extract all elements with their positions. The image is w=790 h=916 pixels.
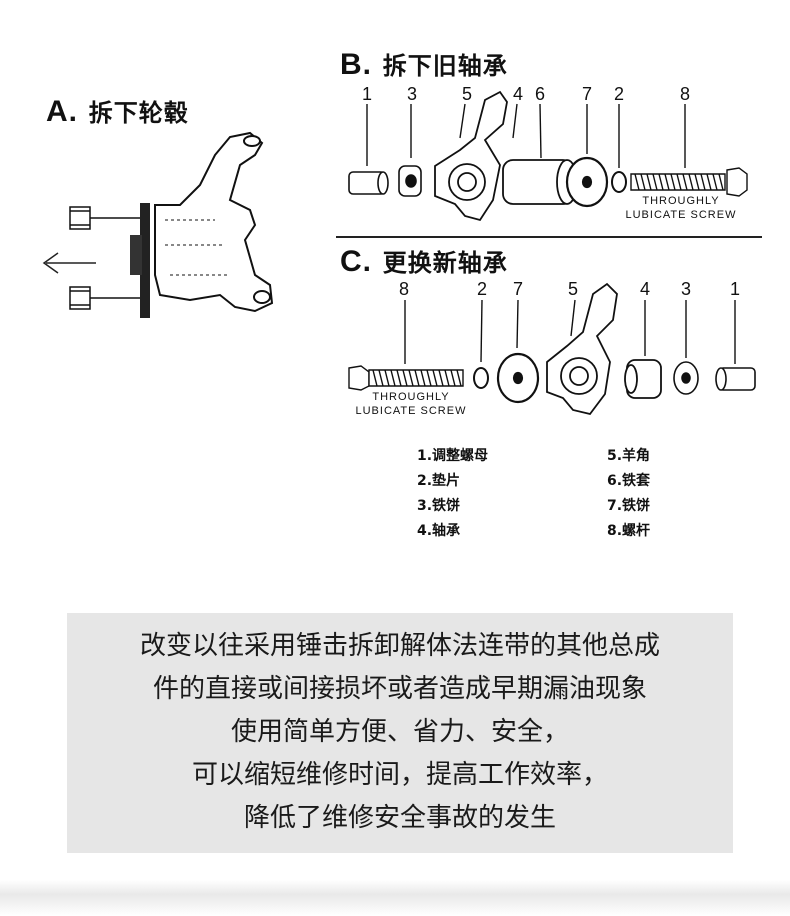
part-screw: [348, 365, 464, 391]
section-b-title: B. 拆下旧轴承: [340, 46, 508, 82]
section-a-title: A. 拆下轮毂: [46, 93, 189, 129]
legend-item-1: 1.调整螺母: [417, 448, 489, 464]
legend-item-4: 4.轴承: [417, 523, 461, 539]
legend-item-6: 6.铁套: [607, 473, 651, 489]
section-a-text: 拆下轮毂: [88, 99, 189, 127]
info-box: 改变以往采用锤击拆卸解体法连带的其他总成 件的直接或间接损坏或者造成早期漏油现象…: [67, 613, 733, 853]
part-washer: [473, 367, 489, 389]
callout-b-6: 6: [535, 84, 546, 104]
info-line-2: 件的直接或间接损坏或者造成早期漏油现象: [152, 674, 647, 704]
part-adjusting-nut: [715, 367, 756, 391]
section-b-text: 拆下旧轴承: [382, 52, 508, 80]
legend-item-8: 8.螺杆: [607, 523, 651, 539]
part-iron-disc-large: [496, 352, 540, 404]
legend-item-3: 3.铁饼: [417, 498, 461, 514]
part-bearing: [624, 359, 662, 399]
leader-lines-b: [366, 103, 686, 168]
callout-c-5: 5: [568, 279, 579, 299]
puller-bolts: [69, 206, 150, 310]
section-divider: [336, 236, 762, 238]
info-line-4: 可以缩短维修时间，提高工作效率，: [191, 760, 608, 790]
callout-c-3: 3: [681, 279, 692, 299]
legend-item-2: 2.垫片: [417, 473, 461, 489]
leader-lines-c: [404, 299, 736, 364]
callout-c-2: 2: [477, 279, 488, 299]
screw-label-b: THROUGHLY LUBICATE SCREW: [616, 194, 746, 222]
info-line-1: 改变以往采用锤击拆卸解体法连带的其他总成: [139, 631, 660, 661]
section-c-title: C. 更换新轴承: [340, 243, 508, 279]
part-iron-disc-large: [565, 156, 609, 208]
callout-c-8: 8: [399, 279, 410, 299]
pull-direction-arrow: [42, 252, 96, 274]
info-line-5: 降低了维修安全事故的发生: [243, 803, 556, 833]
part-iron-disc-small: [673, 361, 699, 395]
bearing-removal-illustration: [348, 90, 748, 222]
section-c-text: 更换新轴承: [382, 249, 508, 277]
knuckle-removal-illustration: [42, 131, 274, 318]
callout-c-4: 4: [640, 279, 651, 299]
screw-label-c-line2: LUBICATE SCREW: [355, 405, 467, 417]
callout-b-8: 8: [680, 84, 691, 104]
screw-label-c-line1: THROUGHLY: [372, 391, 450, 403]
callout-b-7: 7: [582, 84, 593, 104]
part-knuckle: [434, 90, 508, 222]
part-adjusting-nut: [348, 171, 389, 195]
callout-b-1: 1: [362, 84, 373, 104]
callout-b-4: 4: [513, 84, 524, 104]
part-iron-disc-small: [398, 165, 422, 197]
puller-plate: [140, 203, 150, 318]
screw-label-b-line1: THROUGHLY: [642, 195, 720, 207]
section-c-letter: C.: [340, 245, 372, 278]
legend-item-7: 7.铁饼: [607, 498, 651, 514]
legend-item-5: 5.羊角: [607, 448, 651, 464]
part-knuckle: [546, 282, 618, 416]
part-washer: [611, 171, 627, 193]
section-a-letter: A.: [46, 95, 78, 128]
section-b-letter: B.: [340, 48, 372, 81]
bearing-install-illustration: [348, 282, 756, 416]
info-line-3: 使用简单方便、省力、安全，: [230, 717, 569, 747]
steering-knuckle: [154, 131, 274, 313]
screw-label-b-line2: LUBICATE SCREW: [625, 209, 737, 221]
callout-c-1: 1: [730, 279, 741, 299]
callout-b-3: 3: [407, 84, 418, 104]
part-screw: [630, 167, 748, 197]
callout-b-2: 2: [614, 84, 625, 104]
screw-label-c: THROUGHLY LUBICATE SCREW: [346, 390, 476, 418]
callout-b-5: 5: [462, 84, 473, 104]
callout-c-7: 7: [513, 279, 524, 299]
bottom-shadow: [0, 880, 790, 916]
